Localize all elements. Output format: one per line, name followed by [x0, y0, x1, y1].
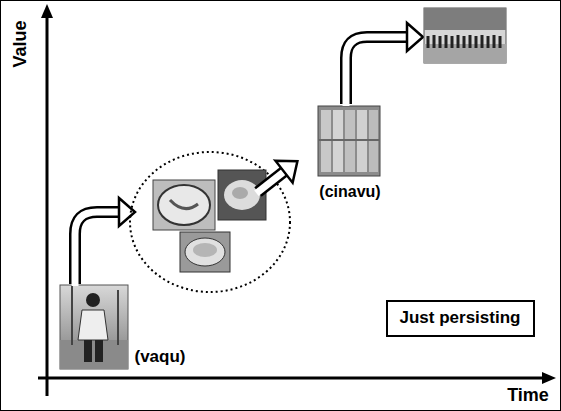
photo-detail: [193, 243, 217, 257]
photo-detail: [232, 187, 248, 199]
arrow-shaft: [346, 37, 410, 106]
arrow-shaft: [75, 212, 120, 284]
bowl-photo: [153, 180, 215, 230]
bowl-photo: [180, 232, 230, 272]
photo-detail: [185, 238, 225, 266]
photo-detail: [86, 293, 100, 307]
photo-detail: [428, 35, 500, 48]
axis-arrowhead: [41, 4, 53, 18]
photo-label: (cinavu): [319, 183, 380, 201]
photo-frame: [318, 106, 380, 176]
photo-detail: [84, 340, 92, 362]
arrow-shaft: [256, 170, 286, 193]
y-axis: [46, 16, 49, 396]
photo-detail: [424, 8, 506, 30]
photo-detail: [158, 185, 210, 225]
arrow-head: [275, 150, 306, 183]
photo-detail: [224, 180, 260, 210]
photo-frame: [60, 285, 128, 369]
photo-detail: [170, 200, 198, 209]
axis-label: Value: [11, 20, 31, 67]
block-arrow: [75, 198, 135, 286]
person-photo: [60, 285, 128, 369]
photo-label: (vaqu): [135, 348, 186, 367]
photo-detail: [71, 285, 73, 345]
block-arrow: [248, 150, 306, 204]
x-axis: [38, 377, 544, 380]
dotted-group: [130, 152, 290, 292]
block-arrow: [346, 23, 423, 106]
photo-frame: [424, 8, 506, 63]
cinavu-photo: [318, 106, 380, 176]
arrow-shaft: [75, 212, 122, 286]
photo-detail: [78, 310, 108, 340]
arrow-shaft: [346, 37, 408, 104]
photo-frame: [180, 232, 230, 272]
photo-detail: [318, 139, 380, 141]
photo-detail: [117, 290, 119, 345]
arrow-head: [407, 23, 423, 51]
photo-detail: [95, 340, 103, 362]
axis-arrowhead: [542, 372, 556, 384]
axis-label: Time: [507, 386, 549, 406]
box-text: Just persisting: [400, 309, 521, 328]
photo-frame: [153, 180, 215, 230]
group-photo: [424, 8, 506, 63]
note-box: Just persisting: [386, 300, 535, 337]
